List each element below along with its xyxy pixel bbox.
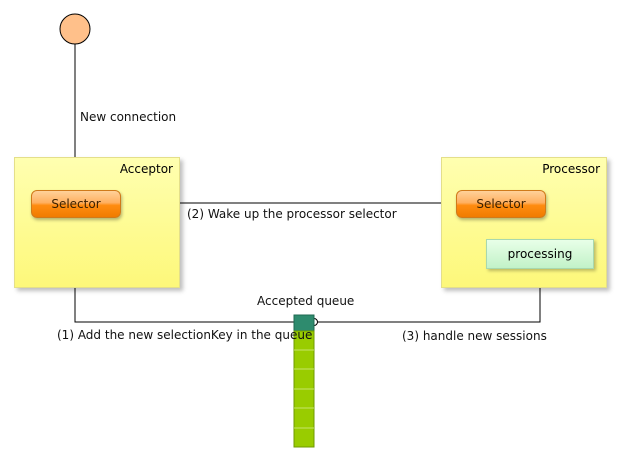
start-node <box>59 13 91 45</box>
add-key-label: (1) Add the new selectionKey in the queu… <box>57 328 313 342</box>
processing-node: processing <box>486 239 594 269</box>
acceptor-box: Acceptor <box>14 157 180 288</box>
handle-sessions-label: (3) handle new sessions <box>402 329 547 343</box>
acceptor-title: Acceptor <box>119 162 173 176</box>
processor-selector: Selector <box>456 190 546 218</box>
accepted-queue-label: Accepted queue <box>257 294 355 308</box>
wakeup-label: (2) Wake up the processor selector <box>187 207 397 221</box>
accepted-queue <box>293 314 315 448</box>
new-connection-label: New connection <box>80 110 177 124</box>
acceptor-selector: Selector <box>31 190 121 218</box>
processor-title: Processor <box>542 162 600 176</box>
